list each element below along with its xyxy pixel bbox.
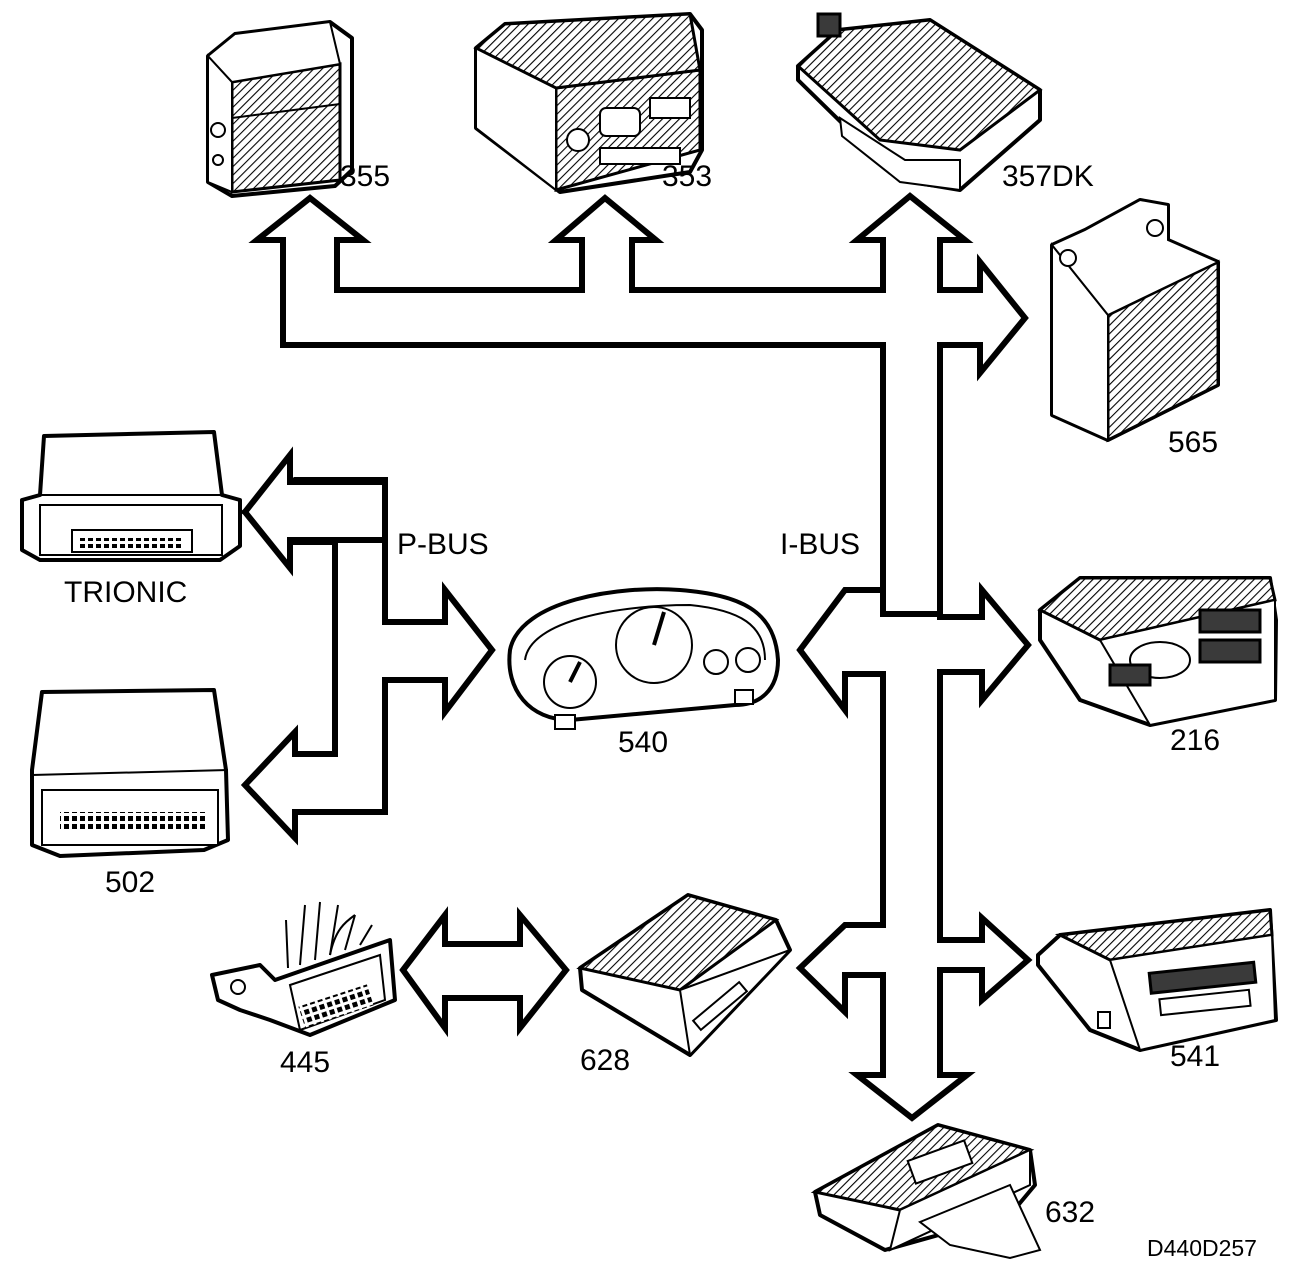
module-628-label: 628 [580, 1044, 630, 1077]
module-540-device [507, 587, 780, 730]
double-arrow-445-628 [399, 906, 570, 1038]
module-502-device [30, 688, 230, 858]
module-353-device [473, 12, 704, 194]
module-355-device [206, 20, 354, 198]
module-355-label: 355 [340, 160, 390, 193]
module-357dk-label: 357DK [1002, 160, 1094, 193]
trionic-label: TRIONIC [64, 576, 187, 609]
module-628-device [576, 893, 792, 1058]
trionic-device [20, 430, 242, 562]
module-216-label: 216 [1170, 724, 1220, 757]
module-216-device [1037, 576, 1278, 727]
i-bus-label: I-BUS [780, 528, 860, 561]
module-541-label: 541 [1170, 1040, 1220, 1073]
link-445-628 [399, 906, 570, 1038]
i-bus-lower-trunk [795, 581, 1033, 1122]
module-632-label: 632 [1045, 1196, 1095, 1229]
p-bus-label: P-BUS [397, 528, 489, 561]
module-445-label: 445 [280, 1046, 330, 1079]
p-bus-arrows [239, 446, 496, 846]
module-445-device [210, 901, 397, 1037]
module-565-label: 565 [1168, 426, 1218, 459]
drawing-id-label: D440D257 [1147, 1235, 1257, 1261]
module-502-label: 502 [105, 866, 155, 899]
p-bus-left-arrow-top [241, 446, 388, 577]
module-565-device [1050, 198, 1221, 443]
module-541-device [1036, 908, 1278, 1052]
i-bus-arrows [248, 192, 1033, 1122]
module-357dk-device [795, 12, 1043, 192]
module-632-device [810, 1123, 1042, 1260]
i-bus-top-branch [248, 192, 1029, 690]
module-353-label: 353 [662, 160, 712, 193]
module-540-label: 540 [618, 726, 668, 759]
